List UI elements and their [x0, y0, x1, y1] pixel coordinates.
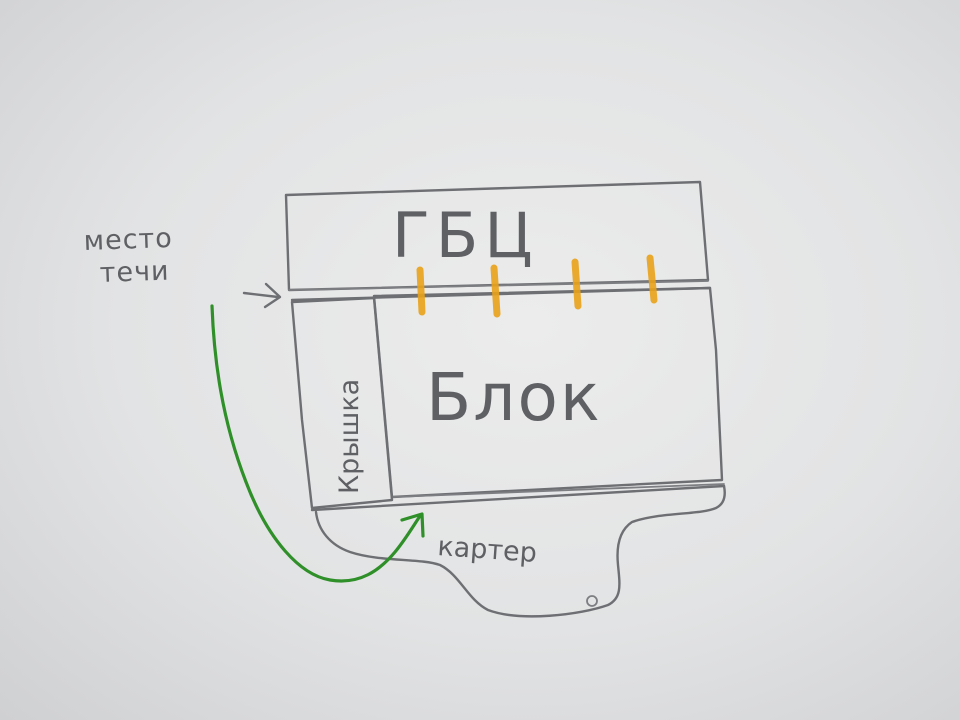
gasket-leak-marks: [416, 254, 658, 318]
pan-rail-line: [310, 484, 726, 512]
head-label: ГБЦ: [392, 199, 538, 272]
oil-pan-label: картер: [437, 531, 538, 569]
timing-cover: [290, 296, 394, 510]
drain-plug-icon: [586, 595, 598, 607]
leak-place-label-line1: место: [83, 223, 173, 257]
cover-label: Крышка: [334, 379, 365, 494]
block-label: Блок: [426, 359, 602, 436]
arrow-to-gasket-icon: [242, 282, 282, 309]
arrow-to-pan-icon: [210, 304, 425, 583]
leak-place-label-line2: течи: [99, 256, 170, 289]
